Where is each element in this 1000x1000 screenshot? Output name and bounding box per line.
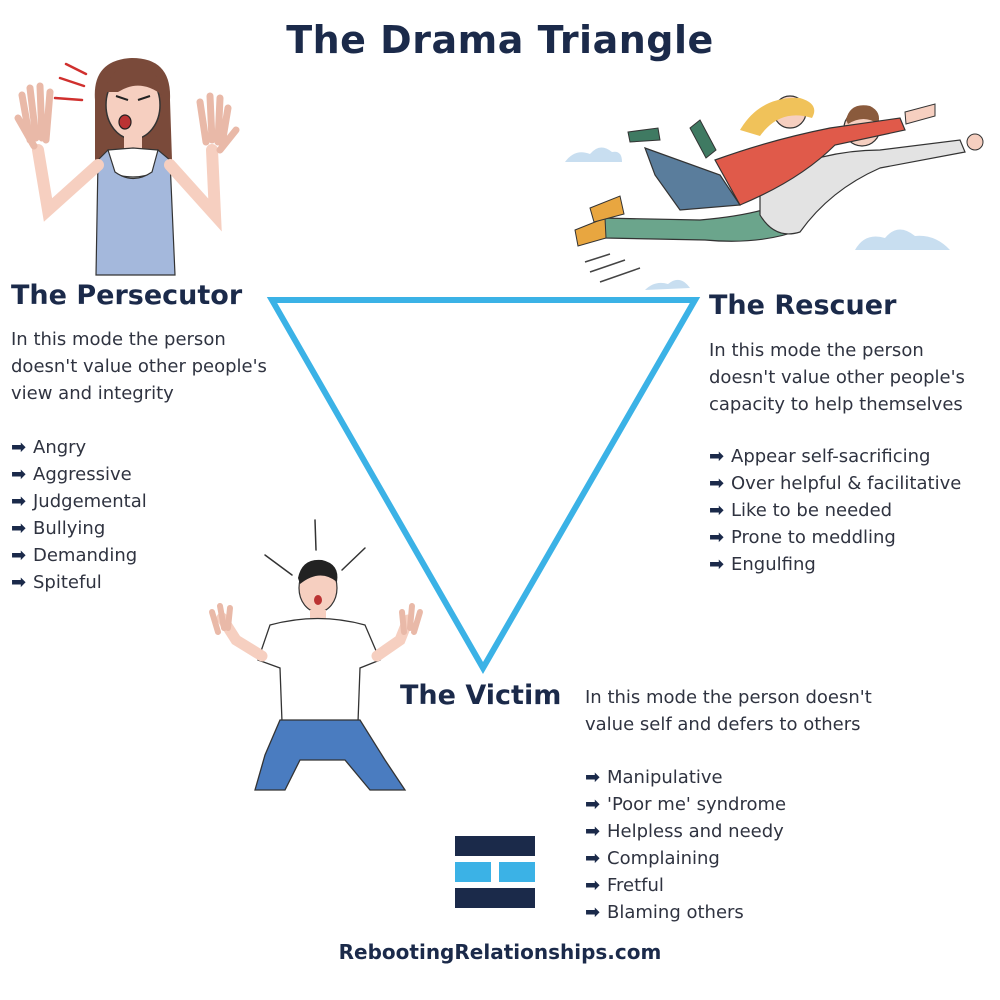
- list-item: ➡Demanding: [11, 542, 147, 569]
- list-item: ➡Fretful: [585, 872, 786, 899]
- list-item: ➡Appear self-sacrificing: [709, 443, 961, 470]
- right-arrow-icon: ➡: [11, 464, 27, 485]
- list-item: ➡'Poor me' syndrome: [585, 791, 786, 818]
- rescuer-desc-line: In this mode the person: [709, 340, 924, 361]
- list-item: ➡Judgemental: [11, 488, 147, 515]
- persecutor-desc-line: In this mode the person: [11, 329, 226, 350]
- right-arrow-icon: ➡: [709, 500, 725, 521]
- persecutor-desc-line: doesn't value other people's: [11, 356, 267, 377]
- victim-desc-line: value self and defers to others: [585, 714, 861, 735]
- brand-logo-icon: [455, 836, 535, 908]
- right-arrow-icon: ➡: [11, 491, 27, 512]
- list-item: ➡Spiteful: [11, 569, 147, 596]
- right-arrow-icon: ➡: [585, 821, 601, 842]
- victim-trait-list: ➡Manipulative ➡'Poor me' syndrome ➡Helpl…: [585, 764, 786, 926]
- persecutor-description: In this mode the person doesn't value ot…: [11, 326, 267, 407]
- footer-website: RebootingRelationships.com: [338, 940, 662, 964]
- list-item: ➡Bullying: [11, 515, 147, 542]
- right-arrow-icon: ➡: [709, 554, 725, 575]
- list-item: ➡Blaming others: [585, 899, 786, 926]
- list-item: ➡Over helpful & facilitative: [709, 470, 961, 497]
- list-item: ➡Manipulative: [585, 764, 786, 791]
- right-arrow-icon: ➡: [585, 794, 601, 815]
- list-item: ➡Like to be needed: [709, 497, 961, 524]
- persecutor-desc-line: view and integrity: [11, 383, 174, 404]
- flying-rescuers-illustration: [565, 95, 984, 290]
- rescuer-desc-line: doesn't value other people's: [709, 367, 965, 388]
- rescuer-description: In this mode the person doesn't value ot…: [709, 337, 965, 418]
- list-item: ➡Helpless and needy: [585, 818, 786, 845]
- persecutor-heading: The Persecutor: [11, 280, 243, 311]
- victim-description: In this mode the person doesn't value se…: [585, 684, 872, 738]
- right-arrow-icon: ➡: [11, 518, 27, 539]
- victim-desc-line: In this mode the person doesn't: [585, 687, 872, 708]
- list-item: ➡Angry: [11, 434, 147, 461]
- right-arrow-icon: ➡: [11, 437, 27, 458]
- right-arrow-icon: ➡: [11, 572, 27, 593]
- kneeling-man-illustration: [209, 519, 423, 791]
- right-arrow-icon: ➡: [709, 473, 725, 494]
- rescuer-trait-list: ➡Appear self-sacrificing ➡Over helpful &…: [709, 443, 961, 578]
- right-arrow-icon: ➡: [585, 875, 601, 896]
- list-item: ➡Engulfing: [709, 551, 961, 578]
- angry-woman-illustration: [14, 58, 240, 276]
- rescuer-heading: The Rescuer: [709, 290, 897, 321]
- victim-heading: The Victim: [400, 680, 562, 711]
- drama-triangle: [266, 297, 701, 675]
- page-title: The Drama Triangle: [286, 18, 714, 62]
- right-arrow-icon: ➡: [585, 848, 601, 869]
- persecutor-trait-list: ➡Angry ➡Aggressive ➡Judgemental ➡Bullyin…: [11, 434, 147, 596]
- right-arrow-icon: ➡: [585, 767, 601, 788]
- right-arrow-icon: ➡: [709, 446, 725, 467]
- right-arrow-icon: ➡: [585, 902, 601, 923]
- right-arrow-icon: ➡: [709, 527, 725, 548]
- rescuer-desc-line: capacity to help themselves: [709, 394, 963, 415]
- list-item: ➡Aggressive: [11, 461, 147, 488]
- right-arrow-icon: ➡: [11, 545, 27, 566]
- list-item: ➡Complaining: [585, 845, 786, 872]
- list-item: ➡Prone to meddling: [709, 524, 961, 551]
